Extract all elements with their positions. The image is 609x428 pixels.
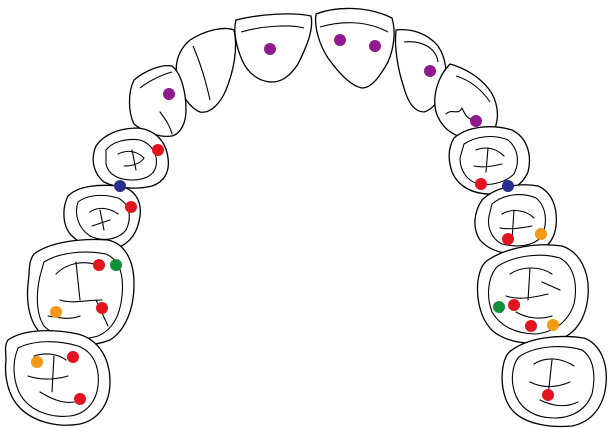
contact-marker-purple [163, 88, 175, 100]
contact-marker-purple [424, 65, 436, 77]
contact-marker-purple [334, 34, 346, 46]
contact-marker-orange [31, 356, 43, 368]
contact-marker-red [502, 233, 514, 245]
tooth-left-first-molar [28, 240, 134, 345]
contact-marker-orange [535, 228, 547, 240]
contact-marker-purple [369, 40, 381, 52]
contact-marker-red [67, 351, 79, 363]
contact-marker-red [152, 144, 164, 156]
tooth-right-second-premolar [475, 185, 556, 255]
tooth-right-first-premolar [449, 127, 529, 194]
tooth-right-central-incisor [316, 8, 394, 88]
tooth-left-second-molar [6, 331, 111, 426]
tooth-left-canine [130, 66, 187, 137]
tooth-right-second-molar [502, 337, 606, 427]
contact-marker-red [93, 259, 105, 271]
contact-marker-navy [502, 180, 514, 192]
contact-marker-red [96, 302, 108, 314]
contact-marker-red [508, 299, 520, 311]
contact-marker-orange [547, 319, 559, 331]
contact-marker-red [542, 389, 554, 401]
contact-marker-orange [50, 306, 62, 318]
contact-marker-red [525, 320, 537, 332]
contact-marker-green [110, 259, 122, 271]
contact-marker-purple [470, 115, 482, 127]
contact-marker-purple [264, 43, 276, 55]
contact-marker-green [493, 301, 505, 313]
tooth-left-first-premolar [93, 128, 168, 188]
contact-marker-navy [114, 180, 126, 192]
contact-marker-red [475, 178, 487, 190]
contact-marker-red [125, 201, 137, 213]
contact-marker-red [74, 393, 86, 405]
